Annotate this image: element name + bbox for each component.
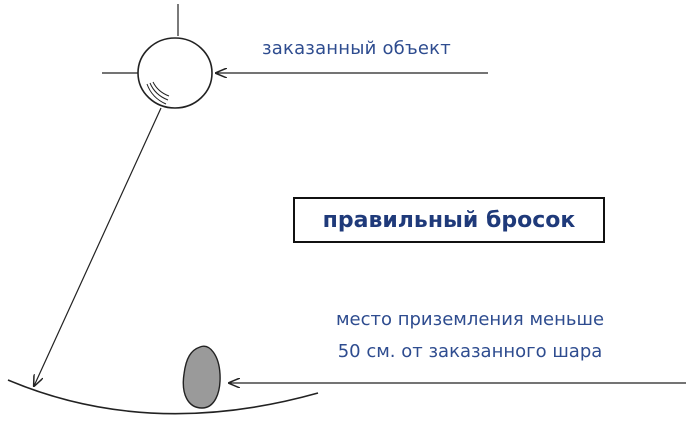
- landing-stone: [182, 345, 221, 409]
- target-label: заказанный объект: [262, 38, 451, 59]
- landing-label: место приземления меньше 50 см. от заказ…: [280, 304, 660, 368]
- throw-trajectory-arrow: [34, 107, 162, 386]
- diagram-title: правильный бросок: [322, 207, 576, 233]
- title-box: правильный бросок: [293, 197, 605, 243]
- target-ball: [137, 37, 213, 109]
- landing-label-line-1: место приземления меньше: [335, 309, 605, 330]
- ground-curve: [7, 379, 319, 415]
- landing-label-line-2: 50 см. от заказанного шара: [337, 341, 603, 362]
